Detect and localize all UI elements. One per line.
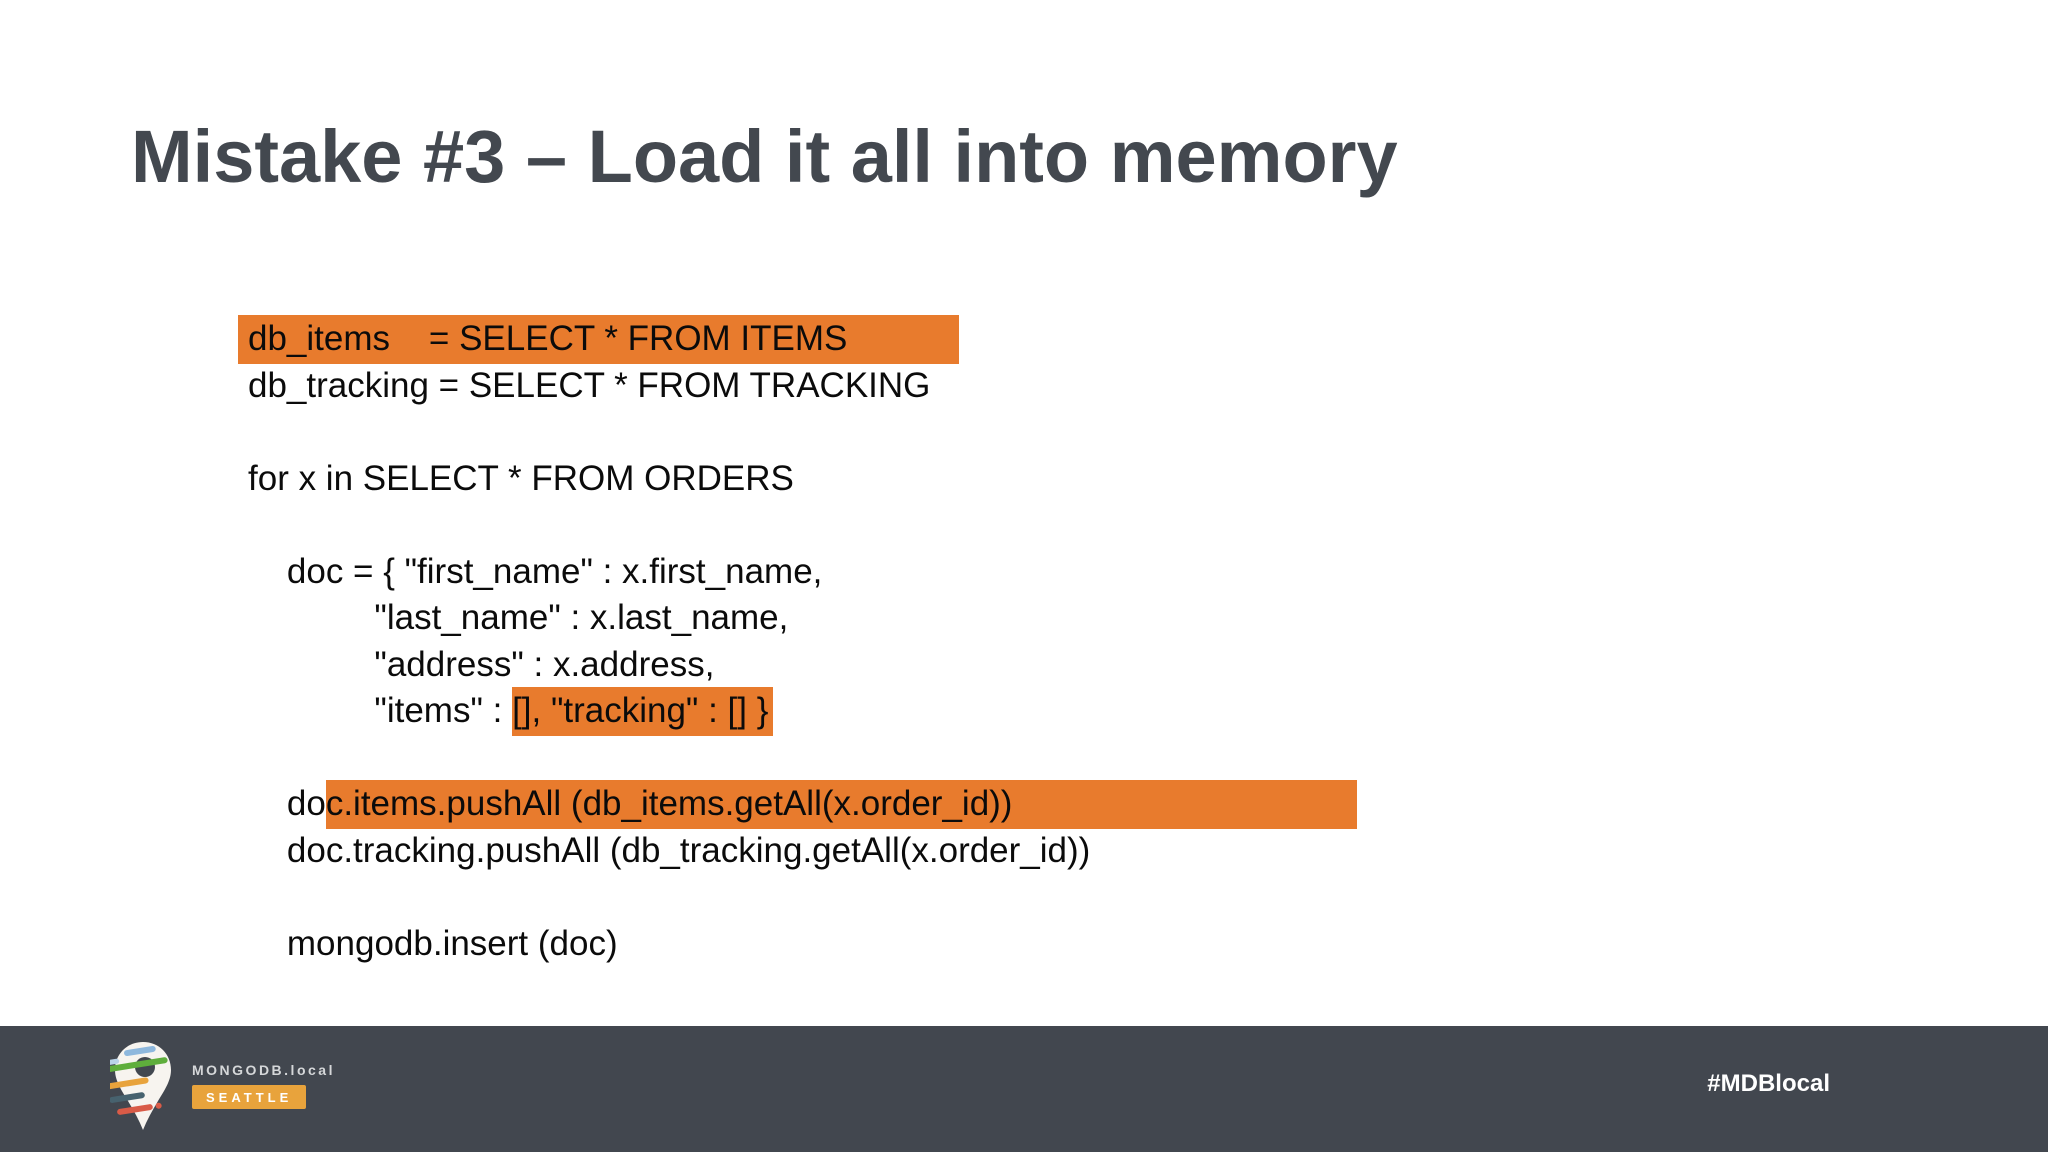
code-text: doc = { "first_name" : x.first_name, — [248, 551, 823, 591]
highlighted-code-text: c.items.pushAll (db_items.getAll(x.order… — [325, 780, 1358, 829]
footer-brand-block: MONGODB.local SEATTLE — [192, 1062, 335, 1109]
brand-text: MONGODB.local — [192, 1062, 335, 1078]
slide-title: Mistake #3 – Load it all into memory — [131, 115, 1398, 198]
code-text: for x in SELECT * FROM ORDERS — [248, 458, 794, 498]
code-line: doc.items.pushAll (db_items.getAll(x.ord… — [248, 780, 1358, 829]
code-text: db_tracking = SELECT * FROM TRACKING — [248, 365, 931, 405]
code-line: "last_name" : x.last_name, — [248, 595, 1357, 642]
code-line: mongodb.insert (doc) — [248, 921, 1357, 968]
code-text — [248, 877, 258, 916]
city-badge: SEATTLE — [192, 1085, 307, 1109]
event-hashtag: #MDBlocal — [1707, 1070, 1830, 1097]
code-line — [248, 874, 1357, 921]
footer-bar: MONGODB.local SEATTLE #MDBlocal — [0, 1026, 2048, 1152]
code-line: "address" : x.address, — [248, 642, 1357, 689]
code-line: db_tracking = SELECT * FROM TRACKING — [248, 363, 1357, 410]
code-text: do — [248, 784, 326, 823]
code-line — [248, 502, 1357, 549]
code-line: "items" : [], "tracking" : [] } — [248, 687, 1357, 736]
code-line — [248, 735, 1357, 782]
code-text: doc.tracking.pushAll (db_tracking.getAll… — [248, 830, 1091, 870]
highlighted-code-text: [], "tracking" : [] } — [512, 687, 774, 736]
code-text: "items" : — [248, 691, 513, 730]
code-text — [248, 738, 258, 777]
code-text — [248, 505, 258, 544]
code-line: doc = { "first_name" : x.first_name, — [248, 549, 1357, 596]
highlighted-code-text: db_items = SELECT * FROM ITEMS — [238, 315, 960, 364]
code-line: for x in SELECT * FROM ORDERS — [248, 456, 1357, 503]
code-text: mongodb.insert (doc) — [248, 923, 618, 963]
code-line: db_items = SELECT * FROM ITEMS — [238, 315, 1357, 364]
mongodb-local-pin-icon — [110, 1042, 171, 1130]
code-line — [248, 409, 1357, 456]
code-text: "last_name" : x.last_name, — [248, 598, 789, 637]
code-line: doc.tracking.pushAll (db_tracking.getAll… — [248, 828, 1357, 875]
code-text — [248, 412, 258, 451]
code-text: "address" : x.address, — [248, 644, 715, 684]
